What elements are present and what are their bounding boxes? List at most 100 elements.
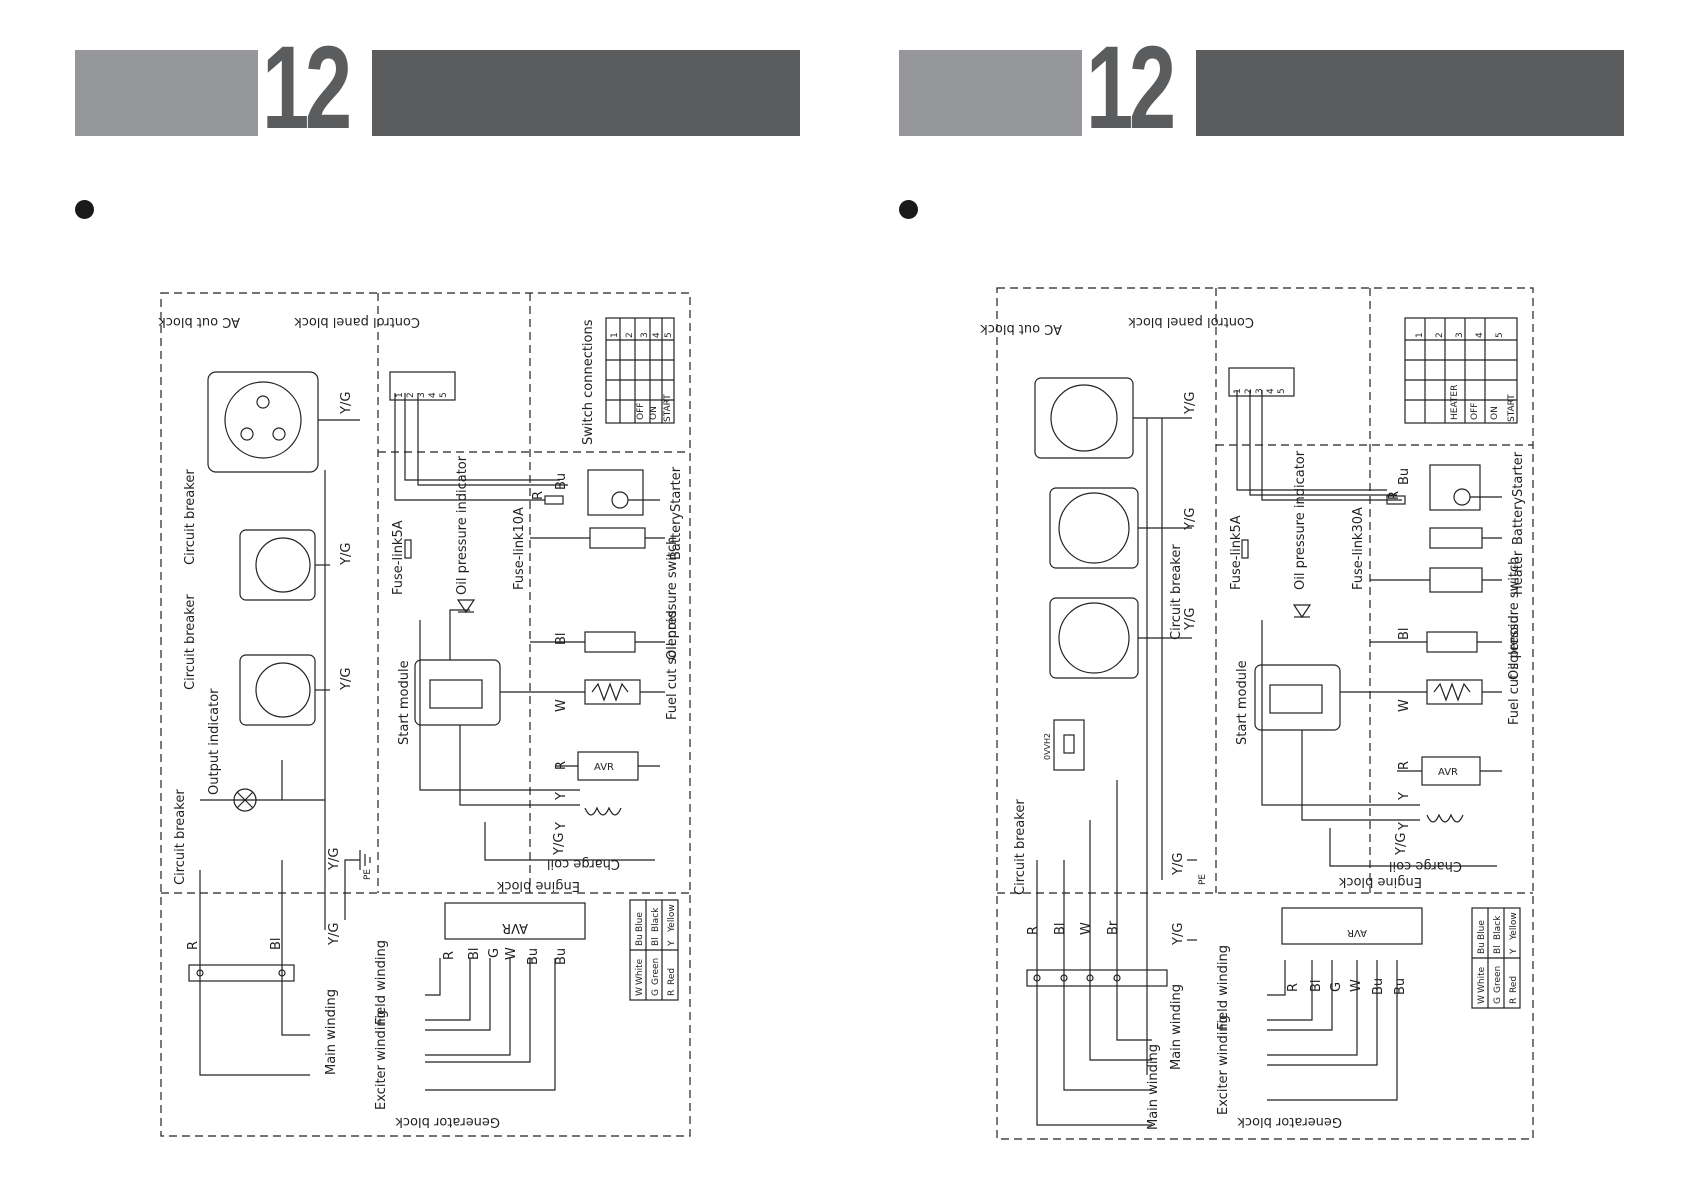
control-panel-block-label: Control panel block: [294, 314, 420, 329]
terminal-label: 3: [1255, 388, 1265, 394]
oil-pressure-indicator-label: Oil pressure indicator: [455, 455, 470, 595]
legend-name: Black: [651, 907, 661, 932]
exciter-winding-label: Exciter winding: [1216, 1015, 1231, 1115]
main-winding-label: Main winding: [1146, 1044, 1161, 1130]
wire-yg-label: Y/G: [327, 923, 342, 946]
terminal-label: 1: [395, 392, 405, 398]
wire-yg-label: Y/G: [1183, 508, 1198, 531]
wire-w-label: W: [554, 699, 569, 712]
legend-code: G: [651, 989, 661, 996]
circuit-breaker-label: Circuit breaker: [1013, 799, 1028, 895]
switch-state-on: ON: [649, 406, 659, 420]
wire-bu-label: Bu: [1371, 978, 1386, 995]
bullet-icon: [899, 200, 918, 219]
pe-label: PE: [363, 869, 373, 880]
wire-bu-label: Bu: [554, 948, 569, 965]
start-module-label: Start module: [1235, 660, 1250, 745]
wire-yg-label: Y/G: [339, 543, 354, 566]
switch-connections-label: Switch connections: [581, 319, 596, 445]
wire-r-label: R: [531, 491, 546, 500]
bullet-icon: [75, 200, 94, 219]
wire-w-label: W: [1397, 699, 1412, 712]
exciter-winding-label: Exciter winding: [374, 1010, 389, 1110]
fuse-5a-label: Fuse-link5A: [1229, 515, 1244, 590]
wire-g-label: G: [487, 948, 502, 958]
switch-col-label: 2: [1435, 332, 1445, 338]
fuel-cut-solenoid-label: Fuel cut solenoid: [665, 610, 680, 720]
legend-code: Bl: [1493, 945, 1503, 954]
terminal-label: 1: [1233, 388, 1243, 394]
legend-code: W: [1477, 995, 1487, 1004]
legend-name: White: [1477, 966, 1487, 993]
switch-state-start: START: [663, 394, 673, 422]
battery-label: Battery: [669, 512, 684, 560]
wire-y-label: Y: [1397, 822, 1412, 831]
avr-small-label: AVR: [594, 762, 614, 773]
oil-pressure-switch-label: Oil pressure switch: [1507, 557, 1522, 680]
generator-block-label: Generator block: [395, 1114, 500, 1129]
wire-yg-label: Y/G: [339, 668, 354, 691]
wire-yg-label: Y/G: [552, 833, 567, 856]
terminal-label: 2: [406, 392, 416, 398]
circuit-breaker-label: Circuit breaker: [183, 469, 198, 565]
circuit-breaker-label: Circuit breaker: [173, 789, 188, 885]
wire-yg-label: Y/G: [1394, 833, 1409, 856]
wire-yg-label: Y/G: [1171, 853, 1186, 876]
switch-state-heater: HEATER: [1450, 385, 1460, 420]
switch-state-off: OFF: [636, 403, 646, 420]
wire-br-label: Br: [1106, 920, 1121, 935]
legend-name: Blue: [1477, 920, 1487, 940]
avr-big-label: AVR: [502, 920, 528, 935]
section-number: 12: [1086, 22, 1176, 154]
starter-label: Starter: [1511, 451, 1526, 497]
wire-g-label: G: [1329, 982, 1344, 992]
wire-r-label: R: [1397, 761, 1412, 770]
engine-block-label: Engine block: [1338, 874, 1422, 889]
legend-name: Red: [1509, 976, 1519, 993]
control-panel-block-label: Control panel block: [1128, 314, 1254, 329]
wire-r-label: R: [1387, 491, 1402, 500]
terminal-label: 4: [1266, 388, 1276, 394]
legend-code: R: [1509, 998, 1519, 1004]
engine-block-label: Engine block: [496, 878, 580, 893]
avr-big-label: AVR: [1347, 927, 1367, 938]
terminal-label: 4: [428, 392, 438, 398]
switch-state-on: ON: [1490, 406, 1500, 420]
switch-state-off: OFF: [1470, 403, 1480, 420]
wire-bu-label: Bu: [1397, 468, 1412, 485]
legend-name: Green: [651, 958, 661, 985]
fuse-10a-label: Fuse-link10A: [512, 507, 527, 590]
output-indicator-label: Output indicator: [207, 688, 222, 795]
wire-r-label: R: [1286, 983, 1301, 992]
fuse-30a-label: Fuse-link30A: [1351, 507, 1366, 590]
field-winding-label: Field winding: [374, 940, 389, 1025]
charge-coil-label: Charge coil: [547, 856, 620, 871]
heater-label: Heater: [1511, 550, 1526, 595]
terminal-label: 2: [1244, 388, 1254, 394]
wire-w-label: W: [504, 947, 519, 960]
legend-name: Yellow: [1509, 912, 1519, 941]
legend-name: Blue: [635, 912, 645, 932]
switch-col-label: 2: [625, 332, 635, 338]
battery-label: Battery: [1511, 497, 1526, 545]
wire-y-label: Y: [1397, 792, 1412, 801]
wire-yg-label: Y/G: [327, 848, 342, 871]
switch-col-label: 5: [664, 332, 674, 338]
circuit-breaker-label: Circuit breaker: [183, 594, 198, 690]
oil-pressure-switch-label: Oil pressure switch: [665, 537, 680, 660]
header-bar-dark: [1196, 50, 1624, 136]
wire-yg-label: Y/G: [1183, 608, 1198, 631]
legend-name: Red: [667, 968, 677, 985]
main-winding-label: Main winding: [1169, 984, 1184, 1070]
wire-bl-label: Bl: [1053, 922, 1068, 935]
header-bar-light: [899, 50, 1082, 136]
wire-yg-label: Y/G: [1183, 392, 1198, 415]
wire-w-label: W: [1349, 979, 1364, 992]
wiring-diagram-left: AC out block Control panel block Switch …: [158, 292, 691, 1137]
meter-label: 0VVH2: [1043, 733, 1052, 760]
wire-r-label: R: [554, 761, 569, 770]
legend-code: W: [635, 987, 645, 996]
wire-y-label: Y: [554, 792, 569, 801]
terminal-label: 5: [1277, 388, 1287, 394]
legend-code: Bu: [1477, 942, 1487, 954]
